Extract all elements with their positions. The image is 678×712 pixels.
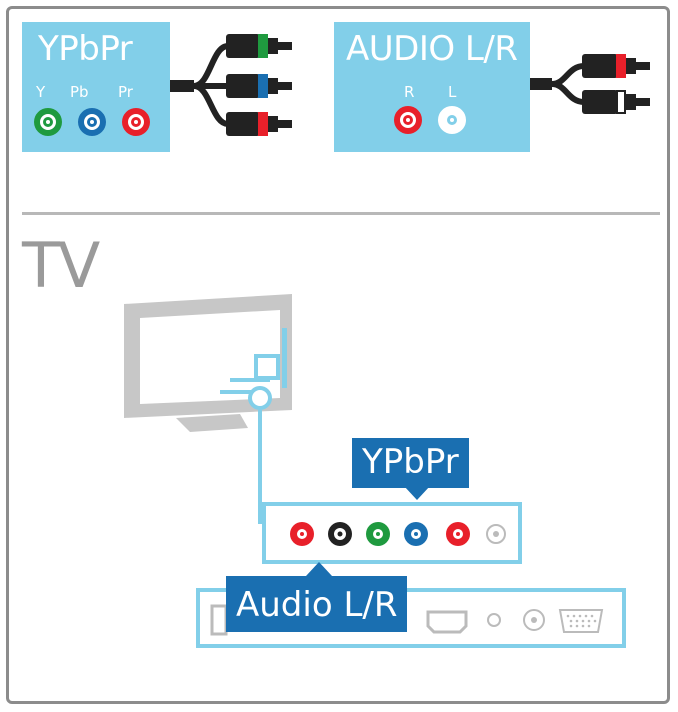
- audio-callout: Audio L/R: [226, 562, 408, 632]
- tv-connector-panel: [262, 502, 522, 564]
- port-label-pr: Pr: [118, 83, 133, 101]
- jack-y: [34, 108, 62, 136]
- audio-cable-icon: [530, 54, 650, 114]
- jack-l: [438, 106, 466, 134]
- jack-pr: [122, 108, 150, 136]
- tv-section-label: TV: [22, 229, 100, 302]
- tv-icon: [124, 294, 292, 432]
- jack-pb: [78, 108, 106, 136]
- jack-r: [394, 106, 422, 134]
- section-divider: [22, 212, 660, 215]
- port-label-l: L: [448, 83, 457, 101]
- port-label-r: R: [404, 83, 415, 101]
- port-label-pb: Pb: [70, 83, 89, 101]
- ypbpr-callout-text: YPbPr: [362, 442, 459, 482]
- ypbpr-panel: YPbPr Y Pb Pr: [22, 22, 170, 152]
- audio-callout-text: Audio L/R: [236, 585, 398, 625]
- audio-panel-title: AUDIO L/R: [346, 29, 518, 69]
- ypbpr-callout: YPbPr: [352, 438, 469, 500]
- port-label-y: Y: [36, 83, 46, 101]
- audio-panel: AUDIO L/R R L: [334, 22, 530, 152]
- ypbpr-cable-icon: [170, 34, 292, 136]
- ypbpr-panel-title: YPbPr: [38, 29, 133, 69]
